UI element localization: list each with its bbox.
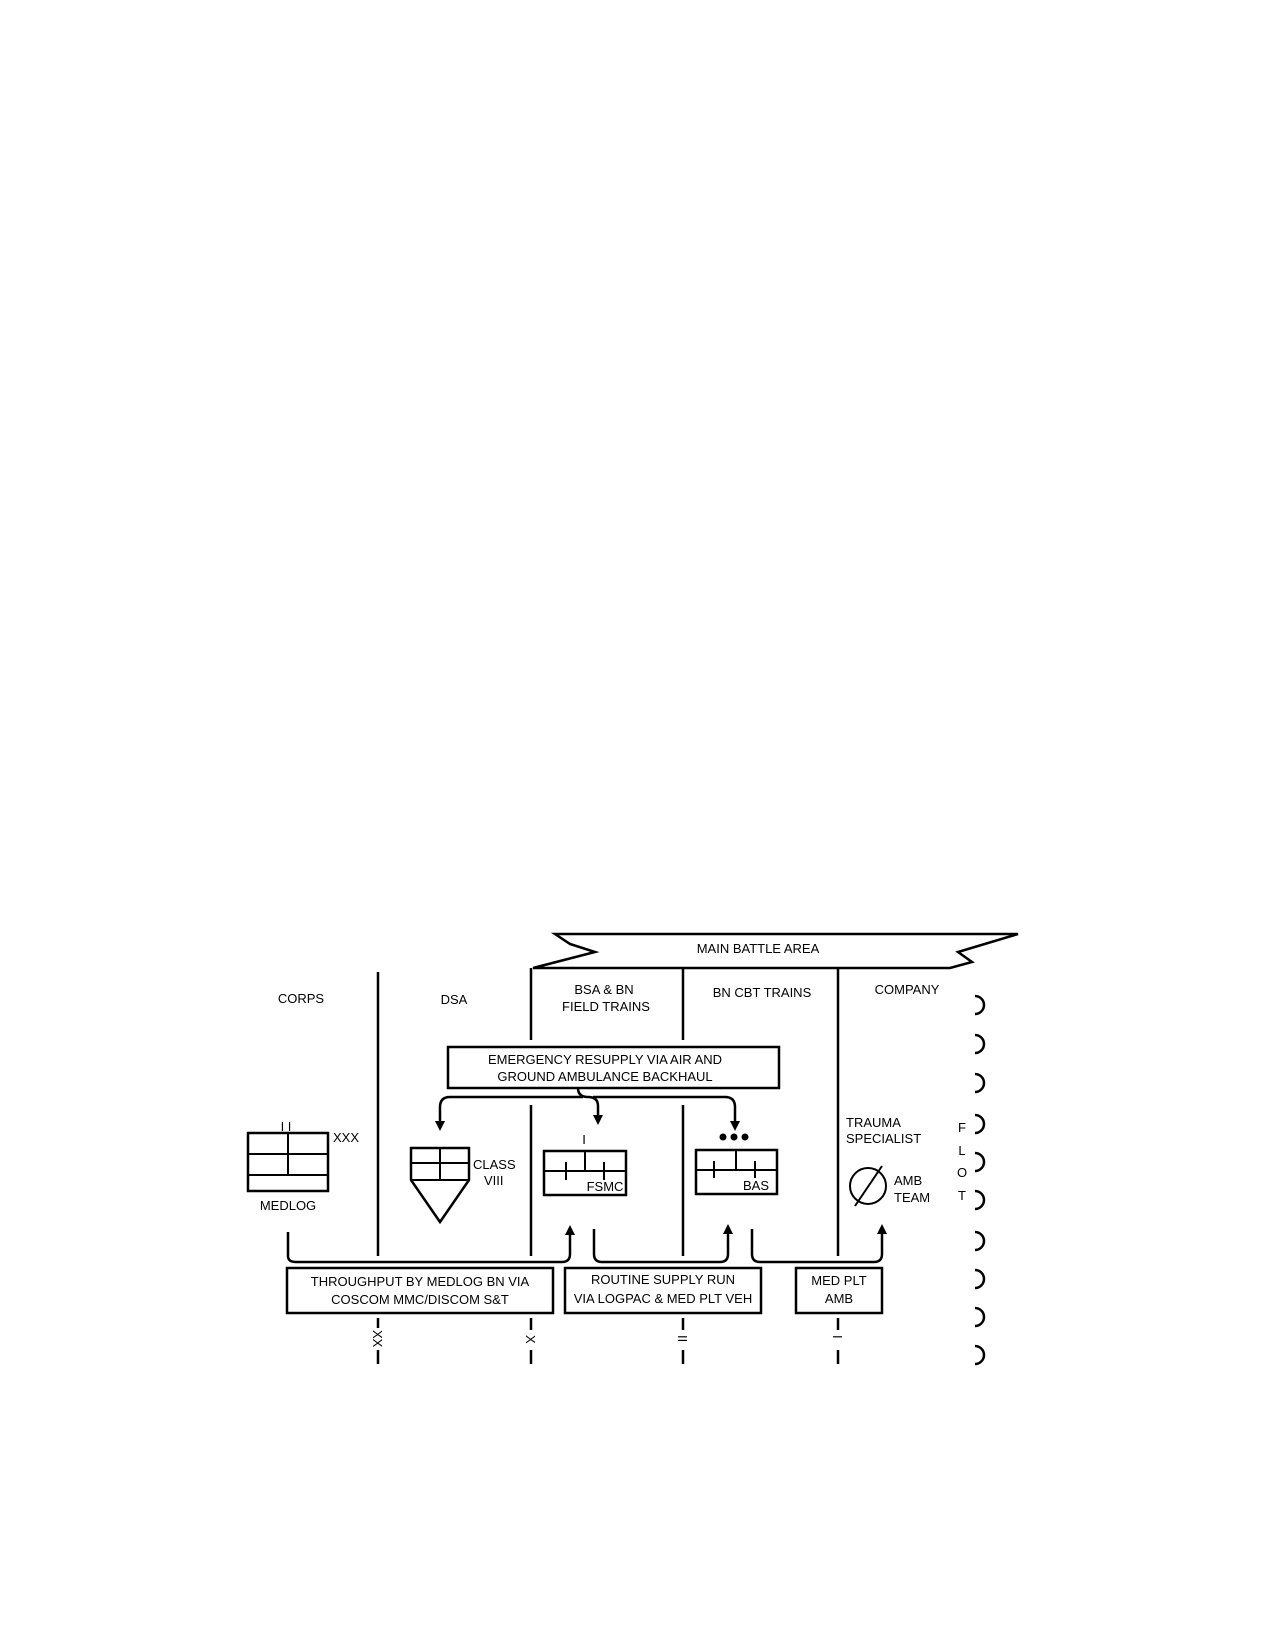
trauma-specialist-line1: TRAUMA bbox=[846, 1115, 901, 1130]
routine-arrow-fsmc-to-bas bbox=[592, 1224, 733, 1264]
bas-unit-symbol bbox=[694, 1148, 779, 1196]
throughput-arrow-medlog-to-fsmc bbox=[286, 1225, 575, 1264]
medlog-unit-symbol bbox=[246, 1131, 330, 1193]
medlog-echelon-label: XXX bbox=[333, 1130, 359, 1145]
boundary-i-label: I bbox=[830, 1335, 845, 1339]
emergency-arrow-to-fsmc bbox=[576, 1087, 603, 1125]
boundary-ii-label: II bbox=[675, 1335, 690, 1342]
flot-letter-l: L bbox=[958, 1143, 965, 1158]
zone-dsa-label: DSA bbox=[441, 992, 468, 1007]
zone-bsa-label-line1: BSA & BN bbox=[574, 982, 633, 997]
throughput-line1: THROUGHPUT BY MEDLOG BN VIA bbox=[311, 1274, 530, 1289]
zone-corps-label: CORPS bbox=[278, 991, 325, 1006]
emergency-arrow-to-class-viii bbox=[435, 1095, 583, 1131]
routine-supply-line2: VIA LOGPAC & MED PLT VEH bbox=[574, 1291, 752, 1306]
boundary-marker-xx: XX bbox=[370, 1318, 385, 1364]
flot-line bbox=[974, 994, 986, 1366]
flot-letter-f: F bbox=[958, 1120, 966, 1135]
class-viii-label-line2: VIII bbox=[484, 1173, 504, 1188]
amb-team-label-line1: AMB bbox=[894, 1173, 922, 1188]
class-viii-label-line1: CLASS bbox=[473, 1157, 516, 1172]
flot-letter-t: T bbox=[958, 1188, 966, 1203]
fsmc-unit-symbol bbox=[542, 1149, 628, 1197]
amb-team-symbol bbox=[849, 1165, 887, 1207]
emergency-resupply-line2: GROUND AMBULANCE BACKHAUL bbox=[497, 1069, 712, 1084]
emergency-resupply-box bbox=[446, 1045, 781, 1090]
boundary-x-label: X bbox=[523, 1335, 538, 1344]
bas-label: BAS bbox=[743, 1178, 769, 1193]
zone-bn-cbt-trains-label: BN CBT TRAINS bbox=[713, 985, 812, 1000]
routine-supply-box bbox=[563, 1266, 763, 1315]
emergency-arrow-to-bas bbox=[593, 1095, 740, 1131]
trauma-specialist-line2: SPECIALIST bbox=[846, 1131, 921, 1146]
emergency-resupply-line1: EMERGENCY RESUPPLY VIA AIR AND bbox=[488, 1052, 722, 1067]
medlog-label: MEDLOG bbox=[260, 1198, 316, 1213]
zone-bsa-label-line2: FIELD TRAINS bbox=[562, 999, 650, 1014]
medlog-size-indicator: I I bbox=[281, 1119, 292, 1134]
boundary-marker-x: X bbox=[523, 1318, 538, 1364]
med-plt-amb-line1: MED PLT bbox=[811, 1273, 866, 1288]
flot-letter-o: O bbox=[957, 1165, 967, 1180]
medplt-arrow-bas-to-amb-team bbox=[750, 1224, 887, 1264]
boundary-xx-label: XX bbox=[370, 1330, 385, 1348]
throughput-line2: COSCOM MMC/DISCOM S&T bbox=[331, 1292, 509, 1307]
bas-size-dots bbox=[719, 1133, 749, 1141]
boundary-marker-i: I bbox=[830, 1318, 845, 1364]
throughput-box bbox=[285, 1266, 555, 1315]
class-viii-supply-point-symbol bbox=[409, 1146, 471, 1225]
main-battle-area-label: MAIN BATTLE AREA bbox=[697, 941, 820, 956]
boundary-marker-ii: II bbox=[675, 1318, 690, 1364]
fsmc-size-indicator: I bbox=[582, 1132, 586, 1147]
fsmc-label: FSMC bbox=[587, 1179, 624, 1194]
zone-company-label: COMPANY bbox=[875, 982, 940, 997]
med-plt-amb-box bbox=[794, 1266, 884, 1315]
routine-supply-line1: ROUTINE SUPPLY RUN bbox=[591, 1272, 735, 1287]
med-plt-amb-line2: AMB bbox=[825, 1291, 853, 1306]
main-battle-area-banner bbox=[532, 932, 1019, 970]
amb-team-label-line2: TEAM bbox=[894, 1190, 930, 1205]
